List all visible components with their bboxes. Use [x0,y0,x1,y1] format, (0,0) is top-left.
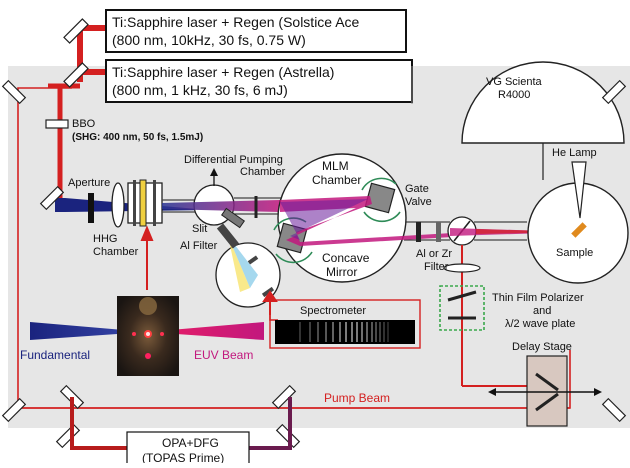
euv-cone [147,322,264,340]
he-lamp-label: He Lamp [552,147,597,159]
hhg-label-1: HHG [93,233,117,245]
focusing-lens [111,182,125,228]
euv-label: EUV Beam [194,348,253,362]
polarizer-box [439,285,485,331]
slit-element [220,207,246,229]
bbo-specs: (SHG: 400 nm, 50 fs, 1.5mJ) [72,132,203,143]
fundamental-label: Fundamental [20,348,90,362]
hhg-output-beam [162,200,280,212]
spectrometer-chamber [215,236,281,308]
solstice-specs: (800 nm, 10kHz, 30 fs, 0.75 W) [112,32,306,48]
spectrometer-box [269,299,421,349]
aperture [88,193,94,223]
thin-film-polarizer [447,290,477,302]
gate-valve [416,222,421,242]
hhg-label-2: Chamber [93,246,139,258]
astrella-name: Ti:Sapphire laser + Regen (Astrella) [112,64,334,80]
vacuum-pipes [162,197,527,241]
laser-output-beams [77,25,105,82]
electron-analyzer [461,61,625,144]
tfp-label-3: λ/2 wave plate [505,318,575,330]
delay-stage-label: Delay Stage [512,341,572,353]
slit-label: Slit [192,223,207,235]
mlm-label-1: MLM [322,159,349,173]
analyzer-label-2: R4000 [498,89,530,101]
pump-beam-label: Pump Beam [324,391,390,405]
alzr-label-1: Al or Zr [416,248,452,260]
spectrometer-port [216,223,240,249]
opa-label-2: (TOPAS Prime) [142,451,224,463]
sample-label: Sample [556,247,593,259]
bbo-label: BBO [72,118,96,130]
delay-stage [526,355,568,427]
spectrum-lines [299,322,389,342]
diff-label-2: Chamber [240,166,286,178]
pump-lens [443,263,481,273]
he-lamp [571,161,587,219]
opa-label-1: OPA+DFG [162,436,219,450]
al-zr-filter [436,222,441,242]
bbo-path [48,83,80,200]
mlm-mirror-upper [361,177,401,223]
concave-label-2: Mirror [326,265,357,279]
mlm-label-2: Chamber [312,173,361,187]
spectrum-image [275,320,415,344]
tfp-label-1: Thin Film Polarizer [492,292,584,304]
gate-label-2: Valve [405,196,432,208]
analyzer-label-1: VG Scienta [486,76,543,88]
fundamental-cone [30,322,147,340]
tfp-label-2: and [533,305,551,317]
al-filter-label: Al Filter [180,240,218,252]
bbo-crystal [45,119,69,129]
sample-holder [571,222,587,238]
astrella-specs: (800 nm, 1 kHz, 30 fs, 6 mJ) [112,82,288,98]
alzr-label-2: Filter [424,261,449,273]
hhg-chamber [127,179,163,227]
opa-box [126,431,250,468]
opa-loop [70,397,292,450]
concave-label-1: Concave [322,251,370,265]
diff-label-1: Differential Pumping [184,154,283,166]
spectrometer-label: Spectrometer [300,305,366,317]
solstice-name: Ti:Sapphire laser + Regen (Solstice Ace [112,14,360,30]
aperture-label: Aperture [68,177,110,189]
solstice-laser-box [105,9,407,53]
gate-label-1: Gate [405,183,429,195]
